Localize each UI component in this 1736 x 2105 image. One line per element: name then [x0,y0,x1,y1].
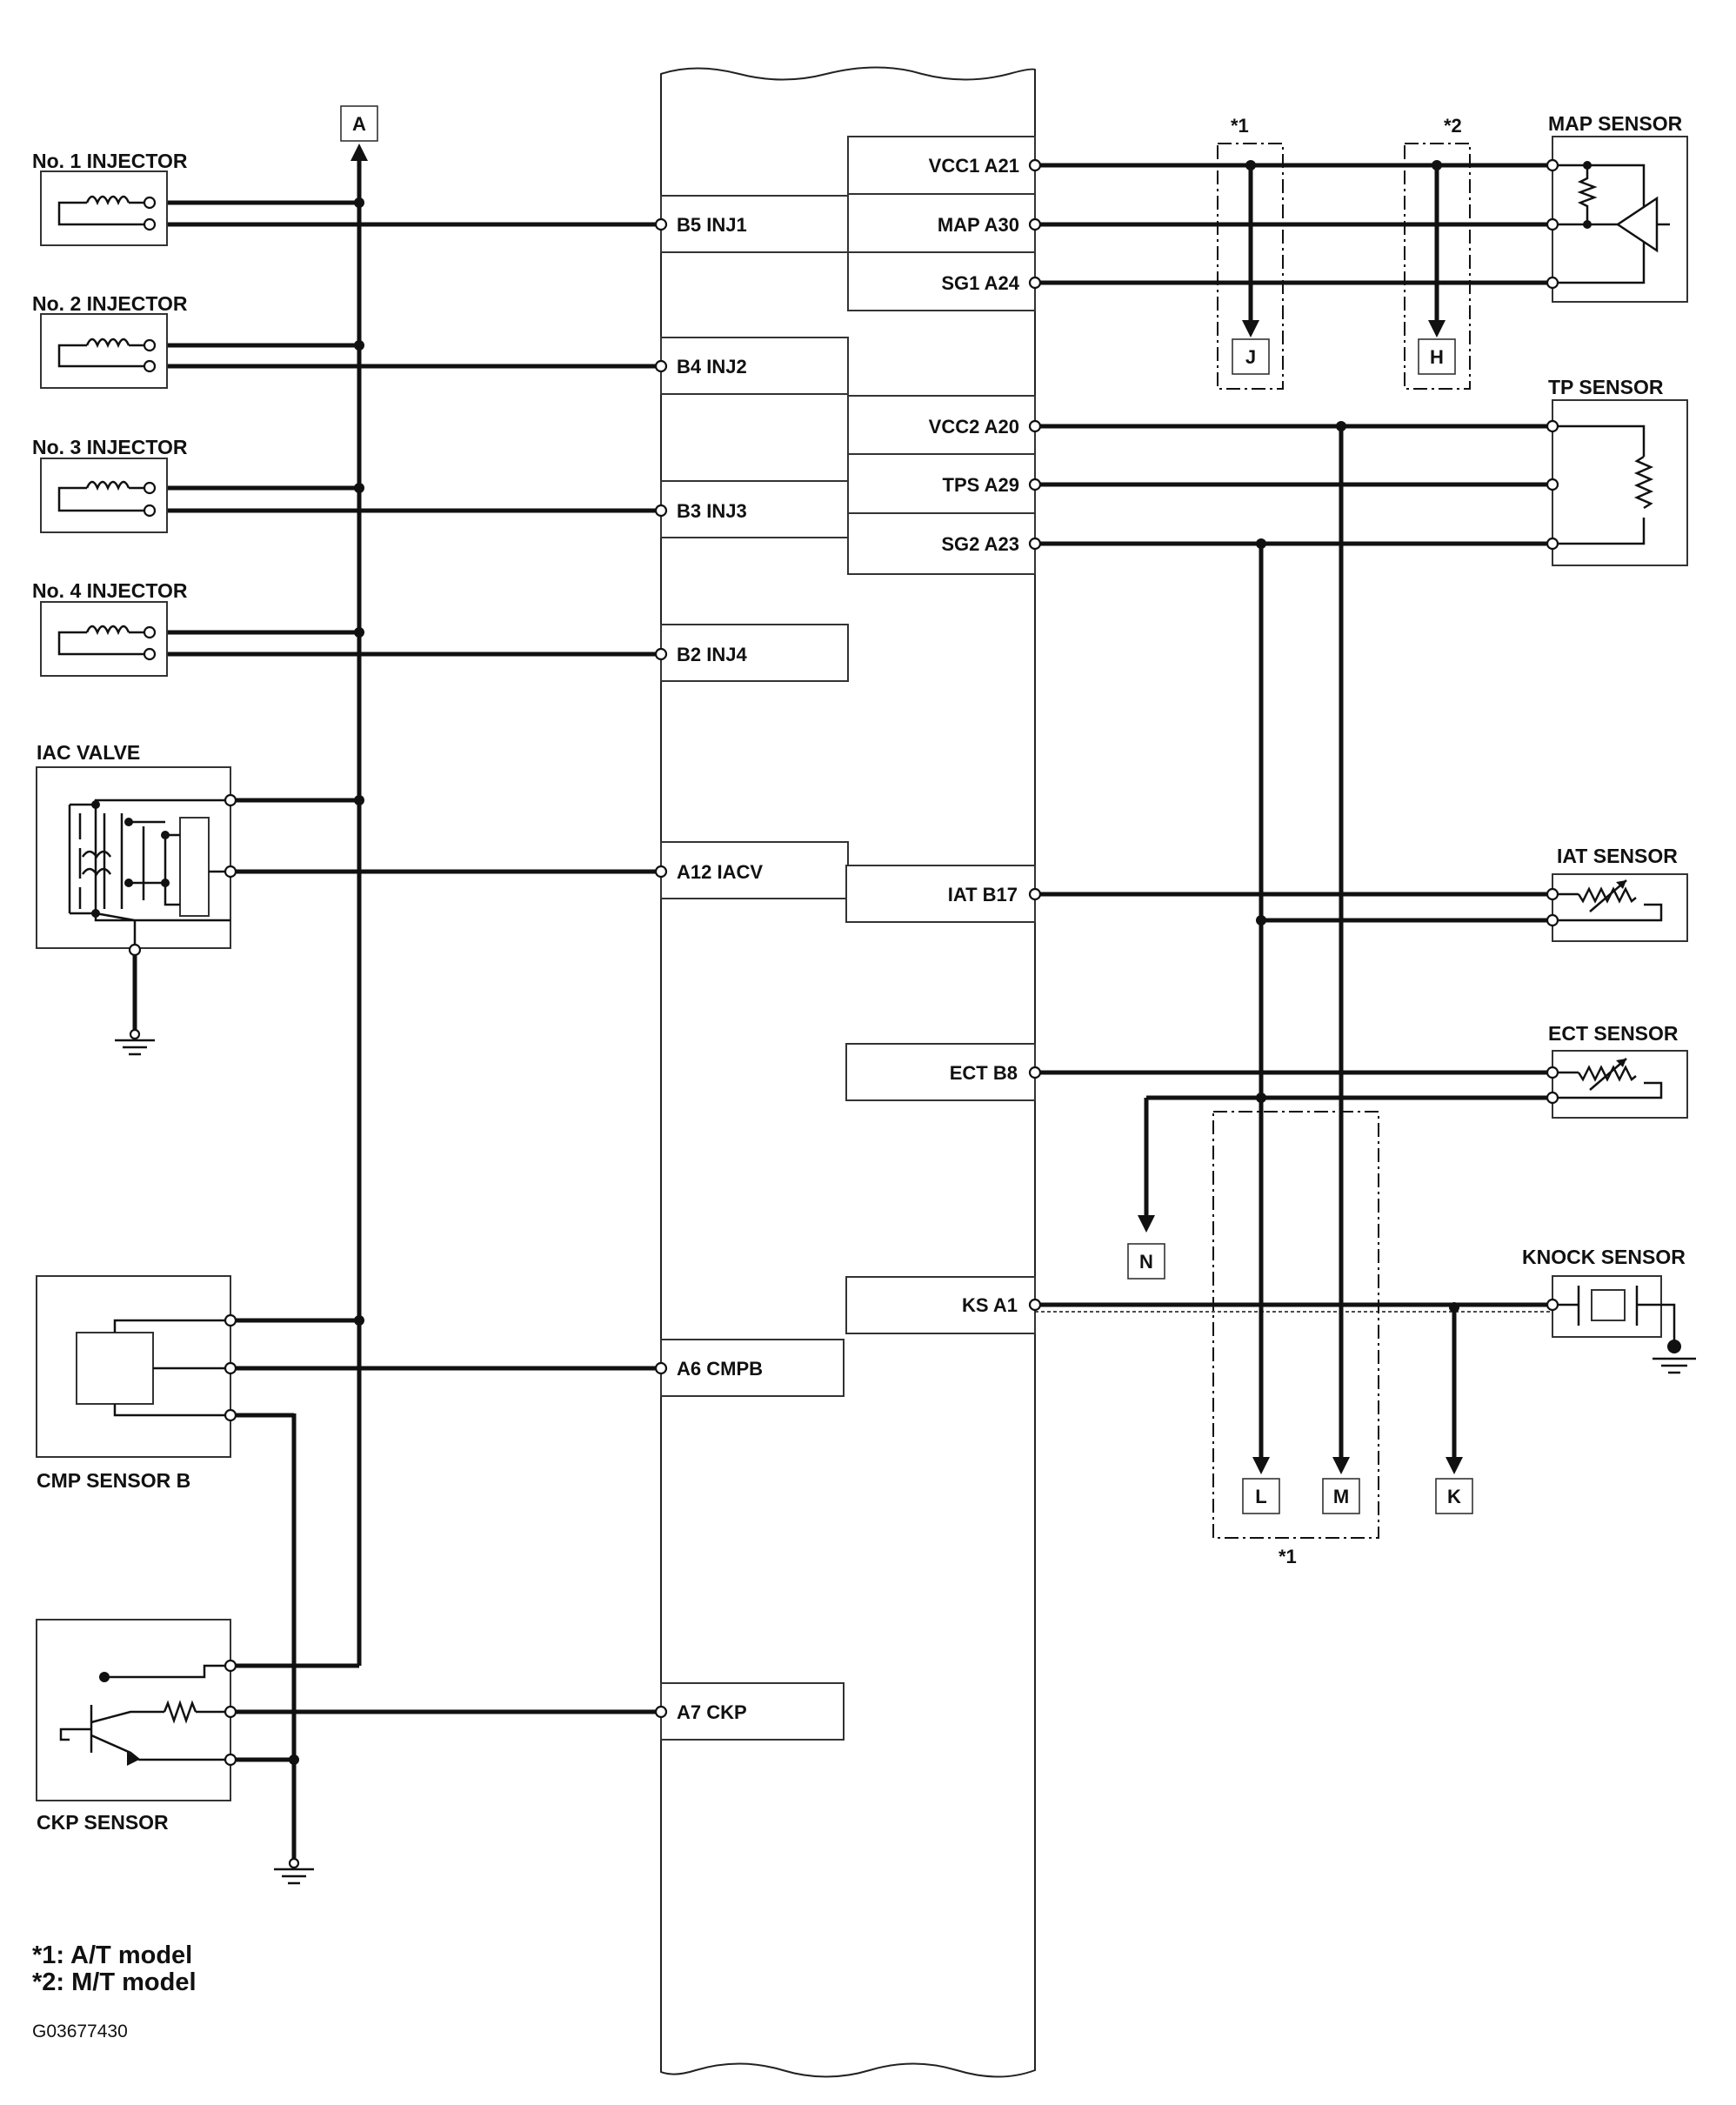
label-cmp-sensor-b: CMP SENSOR B [37,1469,190,1492]
label-knock-sensor: KNOCK SENSOR [1522,1246,1686,1268]
ect-sensor [1546,1050,1688,1119]
pin-b4-inj2: B4 INJ2 [677,356,747,378]
pin-b3-inj3: B3 INJ3 [677,500,747,522]
option-mark-labels: *1 *2 *1 [1231,115,1462,1567]
pin-sg2-a23: SG2 A23 [941,533,1019,555]
label-injector-1: No. 1 INJECTOR [32,150,188,172]
pin-sg1-a24: SG1 A24 [941,272,1019,294]
pin-ect-b8: ECT B8 [950,1062,1018,1084]
option-mark-1-bottom: *1 [1279,1546,1297,1567]
pin-ks-a1: KS A1 [962,1294,1018,1316]
option-mark-2-top: *2 [1444,115,1462,137]
footnotes: *1: A/T model *2: M/T model G03677430 [32,1941,197,2042]
ground-symbol-iac [115,1028,155,1056]
component-labels: No. 1 INJECTOR No. 2 INJECTOR No. 3 INJE… [32,112,1686,1834]
pin-iat-b17: IAT B17 [948,884,1018,905]
ecm-right-terminals [1028,158,1042,1312]
connector-tag-labels: A J H N L M K [352,113,1461,1507]
pin-a12-iacv: A12 IACV [677,861,763,883]
cmp-sensor-b [36,1275,237,1458]
pin-b5-inj1: B5 INJ1 [677,214,747,236]
ecm-pin-labels-left: B5 INJ1 B4 INJ2 B3 INJ3 B2 INJ4 A12 IACV… [677,214,763,1723]
ground-symbol-ckp [274,1857,314,1885]
left-wiring [115,144,661,1885]
injector-4 [40,601,168,677]
pin-b2-inj4: B2 INJ4 [677,644,747,665]
pin-map-a30: MAP A30 [938,214,1019,236]
ckp-sensor [36,1619,237,1801]
figure-code: G03677430 [32,2021,128,2042]
label-iac-valve: IAC VALVE [37,741,140,764]
pin-vcc2-a20: VCC2 A20 [929,416,1019,438]
label-iat-sensor: IAT SENSOR [1557,845,1678,867]
pin-a7-ckp: A7 CKP [677,1701,747,1723]
right-wiring [1035,160,1637,1474]
footnote-mt-model: *2: M/T model [32,1968,197,1996]
ecm-left-connectors [660,195,849,1741]
label-tp-sensor: TP SENSOR [1548,376,1664,398]
pin-a6-cmpb: A6 CMPB [677,1358,763,1380]
connector-k: K [1447,1486,1461,1507]
label-injector-4: No. 4 INJECTOR [32,579,188,602]
label-injector-3: No. 3 INJECTOR [32,436,188,458]
injector-2 [40,313,168,389]
injector-1 [40,170,168,246]
pin-tps-a29: TPS A29 [943,474,1019,496]
footnote-at-model: *1: A/T model [32,1941,192,1969]
label-ckp-sensor: CKP SENSOR [37,1811,169,1834]
tp-sensor [1546,399,1688,566]
label-injector-2: No. 2 INJECTOR [32,292,188,315]
ecm-left-terminals [654,217,668,1719]
connector-n: N [1139,1251,1153,1273]
connector-tags [340,105,1473,1514]
connector-l: L [1255,1486,1266,1507]
knock-sensor [1546,1275,1696,1374]
pin-vcc1-a21: VCC1 A21 [929,155,1019,177]
injector-3 [40,458,168,533]
connector-a: A [352,113,366,135]
ecm-right-connectors [845,136,1036,1334]
label-map-sensor: MAP SENSOR [1548,112,1683,135]
map-sensor [1546,136,1688,303]
iat-sensor [1546,873,1688,942]
label-ect-sensor: ECT SENSOR [1548,1022,1679,1045]
connector-m: M [1333,1486,1349,1507]
iac-valve [36,766,237,957]
connector-j: J [1245,346,1256,368]
option-mark-1-top: *1 [1231,115,1249,137]
option-frames [1212,143,1471,1539]
connector-h: H [1430,346,1444,368]
ecm-pin-labels-right: VCC1 A21 MAP A30 SG1 A24 VCC2 A20 TPS A2… [929,155,1020,1316]
